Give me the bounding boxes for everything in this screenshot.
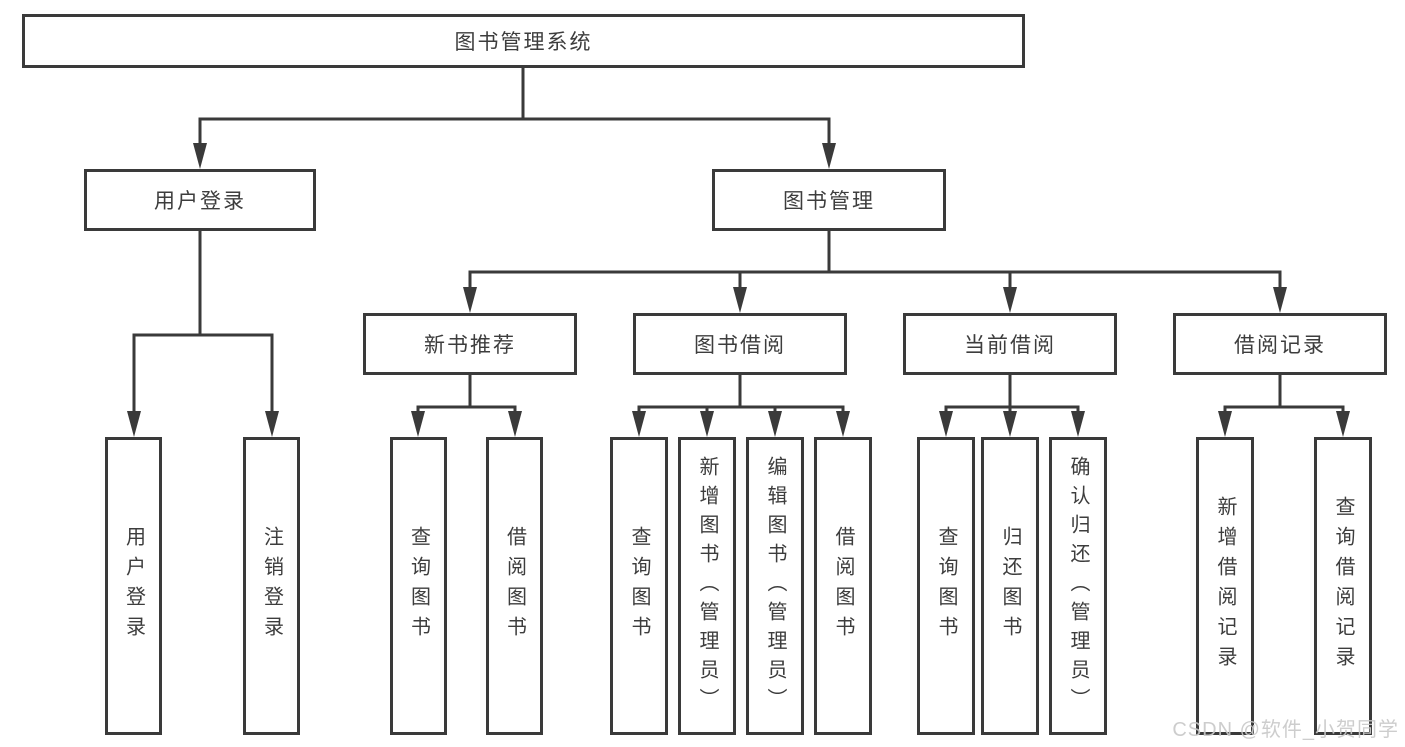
node-book-borrowing: 图书借阅 — [633, 313, 847, 375]
node-library-management-system: 图书管理系统 — [22, 14, 1025, 68]
node-user-login: 用户登录 — [105, 437, 162, 735]
arrow-down-icon — [265, 411, 279, 437]
arrow-down-icon — [411, 411, 425, 437]
node-current-return-books: 归还图书 — [981, 437, 1039, 735]
arrow-down-icon — [822, 143, 836, 169]
arrow-down-icon — [193, 143, 207, 169]
arrow-down-icon — [1336, 411, 1350, 437]
node-borrowing-records: 借阅记录 — [1173, 313, 1387, 375]
node-new-book-recommend: 新书推荐 — [363, 313, 577, 375]
arrow-down-icon — [1218, 411, 1232, 437]
csdn-watermark: CSDN @软件_小贺同学 — [1172, 719, 1399, 741]
node-current-confirm-return-admin: 确认归还（管理员） — [1049, 437, 1107, 735]
node-current-borrowing: 当前借阅 — [903, 313, 1117, 375]
node-recommend-borrow-books: 借阅图书 — [486, 437, 543, 735]
node-book-management: 图书管理 — [712, 169, 946, 231]
node-records-query-record: 查询借阅记录 — [1314, 437, 1372, 735]
node-borrowing-borrow-books: 借阅图书 — [814, 437, 872, 735]
arrow-down-icon — [733, 287, 747, 313]
arrow-down-icon — [1071, 411, 1085, 437]
arrow-down-icon — [836, 411, 850, 437]
node-records-add-record: 新增借阅记录 — [1196, 437, 1254, 735]
arrow-down-icon — [1003, 287, 1017, 313]
node-current-query-books: 查询图书 — [917, 437, 975, 735]
arrow-down-icon — [700, 411, 714, 437]
node-borrowing-add-books-admin: 新增图书（管理员） — [678, 437, 736, 735]
arrow-down-icon — [632, 411, 646, 437]
arrow-down-icon — [1003, 411, 1017, 437]
node-recommend-query-books: 查询图书 — [390, 437, 447, 735]
arrow-down-icon — [508, 411, 522, 437]
arrow-down-icon — [463, 287, 477, 313]
arrow-down-icon — [127, 411, 141, 437]
node-logout: 注销登录 — [243, 437, 300, 735]
arrow-down-icon — [939, 411, 953, 437]
arrow-down-icon — [768, 411, 782, 437]
arrow-down-icon — [1273, 287, 1287, 313]
node-borrowing-query-books: 查询图书 — [610, 437, 668, 735]
node-user-login-group: 用户登录 — [84, 169, 316, 231]
node-borrowing-edit-books-admin: 编辑图书（管理员） — [746, 437, 804, 735]
